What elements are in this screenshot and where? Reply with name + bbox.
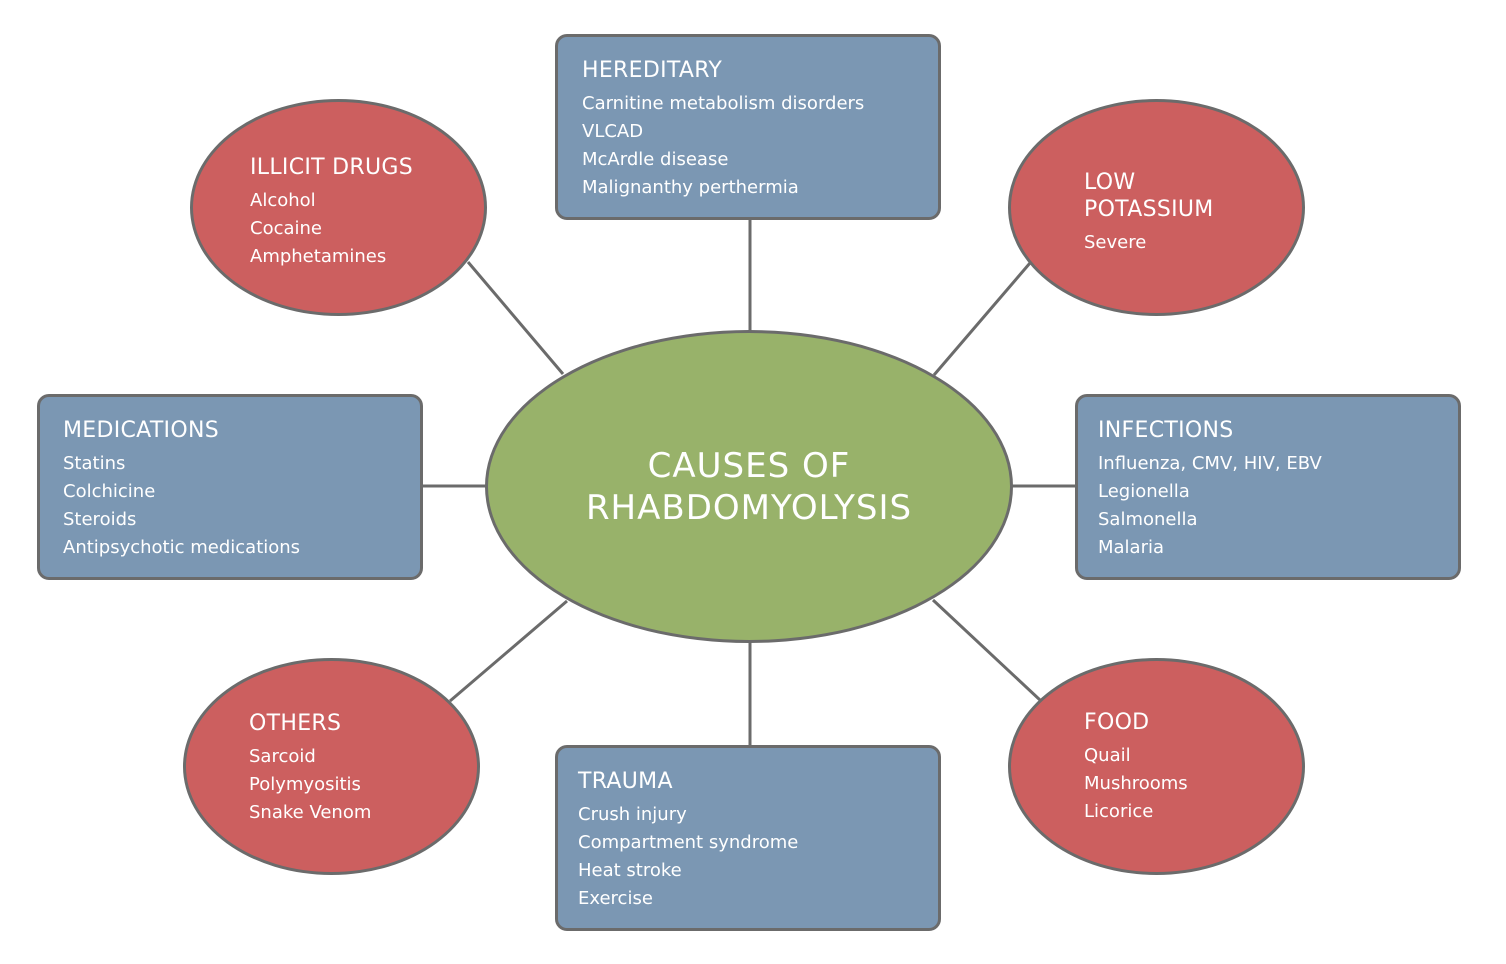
illicit-drugs-node: ILLICIT DRUGS Alcohol Cocaine Amphetamin…	[190, 99, 487, 316]
trauma-node: TRAUMA Crush injury Compartment syndrome…	[555, 745, 941, 931]
list-item: Carnitine metabolism disorders	[582, 93, 865, 114]
connector-low-potassium	[932, 262, 1032, 376]
hereditary-node: HEREDITARY Carnitine metabolism disorder…	[555, 34, 941, 220]
trauma-title: TRAUMA	[578, 769, 673, 794]
illicit-drugs-title: ILLICIT DRUGS	[250, 155, 414, 180]
others-node: OTHERS Sarcoid Polymyositis Snake Venom	[183, 658, 480, 875]
list-item: Licorice	[1084, 801, 1154, 822]
list-item: Sarcoid	[249, 746, 316, 767]
infections-list: Influenza, CMV, HIV, EBV Legionella Salm…	[1098, 450, 1322, 562]
medications-node: MEDICATIONS Statins Colchicine Steroids …	[37, 394, 423, 580]
list-item: Quail	[1084, 745, 1131, 766]
others-title: OTHERS	[249, 711, 342, 736]
medications-list: Statins Colchicine Steroids Antipsychoti…	[63, 450, 300, 562]
list-item: Severe	[1084, 232, 1147, 253]
list-item: Malaria	[1098, 537, 1165, 558]
hereditary-title: HEREDITARY	[582, 58, 723, 83]
connector-food	[931, 598, 1042, 702]
list-item: Heat stroke	[578, 860, 682, 881]
list-item: Polymyositis	[249, 774, 361, 795]
list-item: VLCAD	[582, 121, 644, 142]
infections-title: INFECTIONS	[1098, 418, 1234, 443]
list-item: Snake Venom	[249, 802, 372, 823]
hereditary-list: Carnitine metabolism disorders VLCAD McA…	[582, 90, 864, 202]
list-item: Amphetamines	[250, 246, 387, 267]
connector-others	[449, 599, 568, 703]
list-item: Cocaine	[250, 218, 322, 239]
food-list: Quail Mushrooms Licorice	[1084, 742, 1188, 826]
illicit-drugs-list: Alcohol Cocaine Amphetamines	[250, 187, 413, 271]
list-item: Alcohol	[250, 190, 316, 211]
list-item: Colchicine	[63, 481, 156, 502]
list-item: Exercise	[578, 888, 653, 909]
food-node: FOOD Quail Mushrooms Licorice	[1008, 658, 1305, 875]
list-item: Influenza, CMV, HIV, EBV	[1098, 453, 1322, 474]
list-item: Compartment syndrome	[578, 832, 799, 853]
infections-node: INFECTIONS Influenza, CMV, HIV, EBV Legi…	[1075, 394, 1461, 580]
trauma-list: Crush injury Compartment syndrome Heat s…	[578, 801, 798, 913]
list-item: McArdle disease	[582, 149, 729, 170]
list-item: Steroids	[63, 509, 137, 530]
low-potassium-node: LOW POTASSIUM Severe	[1008, 99, 1305, 316]
low-potassium-list: Severe	[1084, 229, 1244, 257]
list-item: Antipsychotic medications	[63, 537, 301, 558]
center-node: CAUSES OF RHABDOMYOLYSIS	[485, 330, 1013, 643]
list-item: Crush injury	[578, 804, 687, 825]
center-title: CAUSES OF RHABDOMYOLYSIS	[585, 445, 913, 528]
list-item: Mushrooms	[1084, 773, 1188, 794]
others-list: Sarcoid Polymyositis Snake Venom	[249, 743, 371, 827]
food-title: FOOD	[1084, 710, 1150, 735]
list-item: Malignanthy perthermia	[582, 177, 799, 198]
list-item: Statins	[63, 453, 126, 474]
connector-illicit-drugs	[466, 261, 565, 375]
low-potassium-title: LOW POTASSIUM	[1084, 170, 1214, 222]
list-item: Legionella	[1098, 481, 1190, 502]
list-item: Salmonella	[1098, 509, 1198, 530]
medications-title: MEDICATIONS	[63, 418, 219, 443]
